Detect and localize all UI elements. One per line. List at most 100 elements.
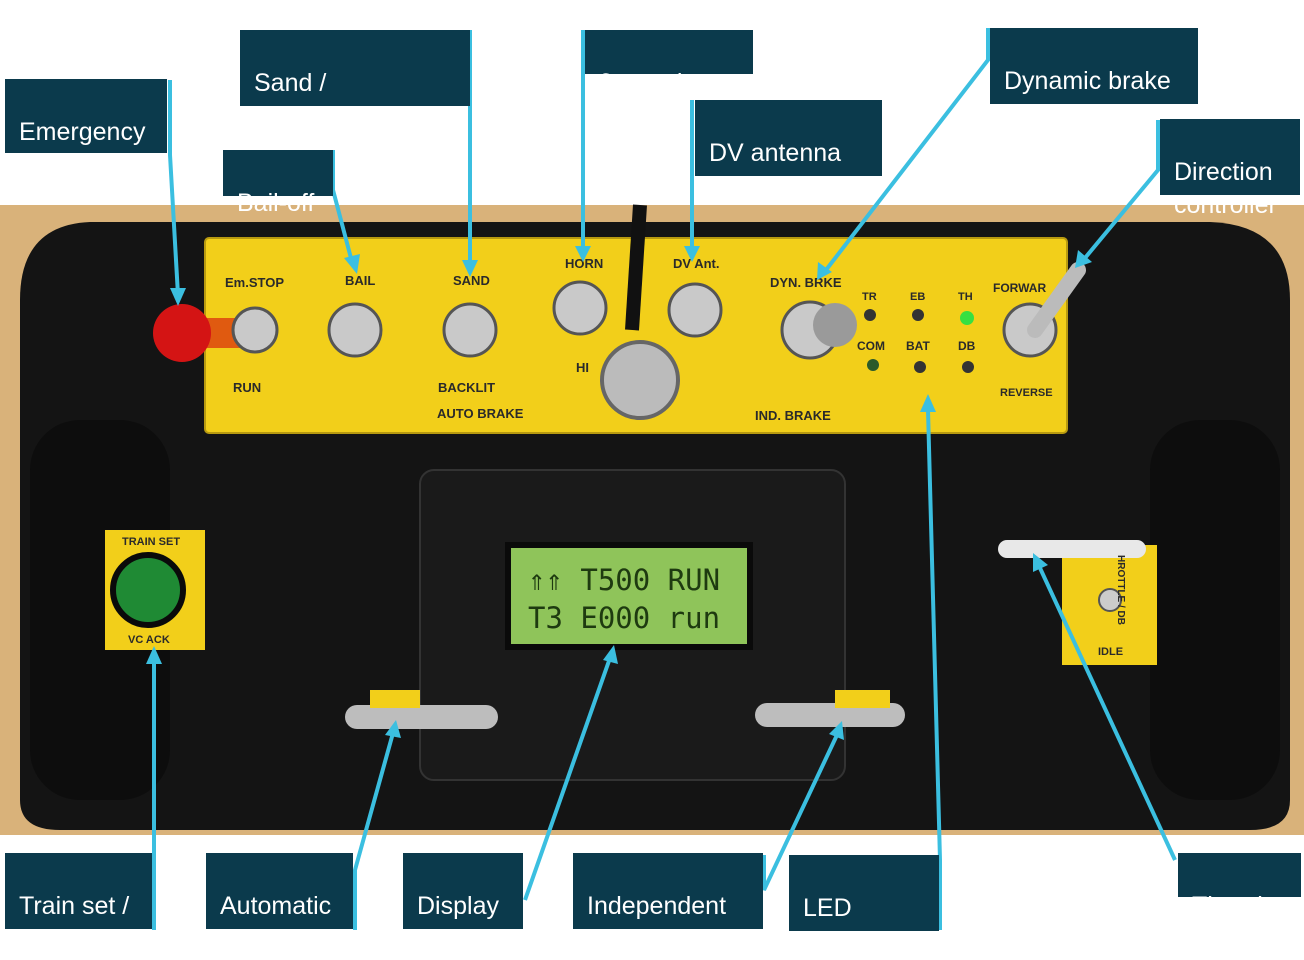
label-idle: IDLE [1098,646,1123,658]
callout-bail-off: Bail-off [223,150,333,217]
left-grip [30,420,170,800]
label-vc-ack: VC ACK [128,634,170,646]
callout-dv-antenna-text: DV antenna selection [709,139,842,200]
led-eb [912,309,924,321]
arrow-display [603,645,618,664]
pointer-lines [146,28,1177,930]
label-horn: HORN [565,256,603,271]
label-com: COM [857,339,885,353]
arrow-sand [462,260,478,277]
callout-horn: 2-note horn [585,30,753,97]
label-em-stop: Em.STOP [225,275,284,290]
auto-brake-plate [370,690,420,708]
label-sand: SAND [453,273,490,288]
pointer-throttle [1038,567,1177,861]
arrow-auto-brake [385,720,401,738]
callout-led: LED indicators [789,855,939,955]
label-ind-brake: IND. BRAKE [755,408,831,423]
antenna [625,204,647,331]
pointer-dynamic-brake [824,28,990,272]
callout-auto-brake-text: Automatic brake [220,892,332,953]
led-com [867,359,879,371]
horn-switch [552,280,608,336]
label-tr: TR [862,291,877,303]
arrow-bail [344,254,360,274]
label-dyn-brke: DYN. BRKE [770,275,842,290]
bail-switch [327,302,383,358]
throttle-lever [998,540,1146,558]
callout-display-text: Display screen [417,892,499,953]
direction-lever [1027,262,1086,338]
callout-bail-off-text: Bail-off [237,189,315,217]
callout-ind-brake-text: Independent brake [587,892,727,953]
label-train-set: TRAIN SET [122,536,180,548]
callout-train-set-text: Train set / Vigilance [19,892,130,953]
callout-led-text: LED indicators [803,894,910,955]
label-bail: BAIL [345,273,375,288]
ind-brake-plate [835,690,890,708]
callout-emergency-stop-text: Emergency stop [19,118,146,179]
sand-switch [442,302,498,358]
label-auto-brake: AUTO BRAKE [437,406,524,421]
callout-dynamic-brake-text: Dynamic brake selection [1004,67,1171,128]
led-bat [914,361,926,373]
ind-brake-lever [755,703,905,727]
label-forward: FORWAR [993,281,1046,295]
pointer-emergency-stop [168,80,180,296]
callout-sand-backlight-text: Sand / Display backlight [254,69,442,130]
lcd-line-1: ⇑⇑ T500 RUN [528,563,720,597]
callout-dv-antenna: DV antenna selection [695,100,882,200]
callout-emergency-stop: Emergency stop [5,79,167,179]
arrow-emergency-stop [170,288,186,306]
led-th [960,311,974,325]
label-th: TH [958,291,973,303]
callout-ind-brake: Independent brake [573,853,763,953]
led-db [962,361,974,373]
train-set-button [110,552,186,628]
callout-direction: Direction controller [1160,119,1300,219]
callout-sand-backlight: Sand / Display backlight [240,30,470,130]
lcd-line-2: T3 E000 run [528,601,720,635]
arrow-train-set [146,646,162,664]
callout-throttle-text: Throttle [1192,892,1277,920]
pointer-bail [331,150,354,263]
right-grip [1150,420,1280,800]
pointer-auto-brake [353,732,395,930]
pointer-direction [1083,120,1160,260]
emergency-stop-knob [153,304,211,362]
callout-horn-text: 2-note horn [599,69,727,97]
arrow-horn [575,246,591,262]
label-db: DB [958,339,976,353]
label-bat: BAT [906,339,930,353]
pointer-ind-brake [762,734,839,891]
arrow-led [920,394,936,412]
label-backlit: BACKLIT [438,380,495,395]
auto-brake-lever [345,705,498,729]
dyn-brake-knob [813,303,857,347]
label-hi: HI [576,360,589,375]
label-throttle-db: HROTTLE / DB [1115,555,1126,625]
dv-switch [667,282,723,338]
arrow-direction [1075,250,1092,268]
throttle-bolt [1098,588,1122,612]
callout-train-set: Train set / Vigilance [5,853,152,953]
led-tr [864,309,876,321]
em-stop-switch [231,306,279,354]
callout-display: Display screen [403,853,523,953]
pointer-display [523,657,612,901]
label-reverse: REVERSE [1000,387,1053,399]
arrow-dynamic-brake [817,262,832,280]
label-dv-ant: DV Ant. [673,256,719,271]
lcd-screen [505,542,753,650]
arrow-ind-brake [829,721,844,740]
arrow-dv [684,246,700,262]
callout-dynamic-brake: Dynamic brake selection [990,28,1198,128]
antenna-base [600,340,680,420]
callout-auto-brake: Automatic brake [206,853,353,953]
arrow-throttle [1033,553,1048,572]
pointer-led [926,409,942,930]
callout-throttle: Throttle [1178,853,1301,920]
label-run: RUN [233,380,261,395]
